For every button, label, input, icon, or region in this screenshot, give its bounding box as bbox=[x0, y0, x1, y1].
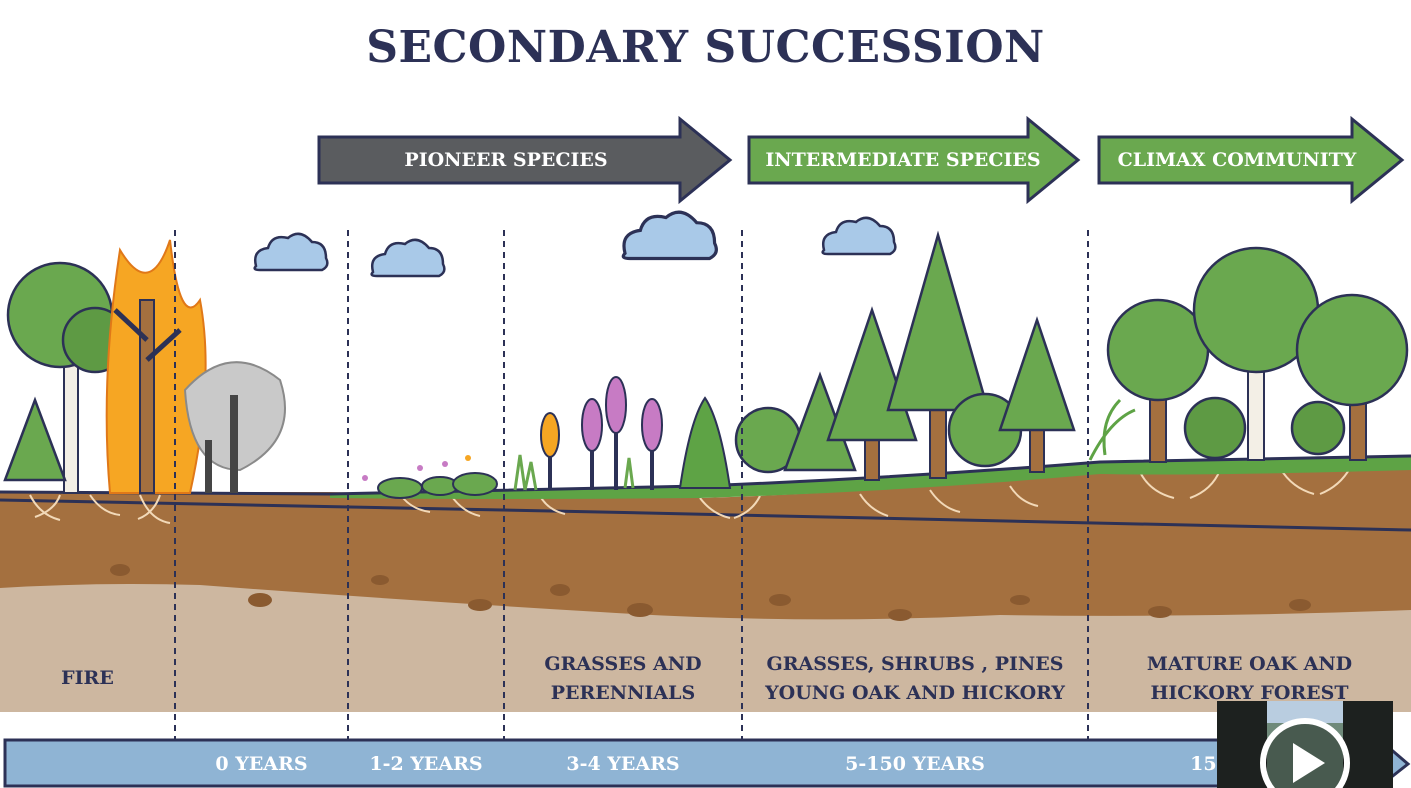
timeline-bar bbox=[3, 738, 1411, 788]
stage-dividers bbox=[174, 230, 1089, 788]
climax-community-label: CLIMAX COMMUNITY bbox=[1117, 149, 1357, 171]
video-thumbnail[interactable] bbox=[1217, 701, 1393, 788]
timeline-label-1-2-years: 1-2 YEARS bbox=[369, 753, 483, 775]
page-title: SECONDARY SUCCESSION bbox=[366, 22, 1045, 73]
intermediate-species-label: INTERMEDIATE SPECIES bbox=[765, 149, 1041, 171]
stage-label-fire: FIRE bbox=[0, 664, 175, 693]
cloud bbox=[621, 210, 718, 261]
intermediate-vegetation bbox=[734, 230, 1076, 481]
stage-label-line: HICKORY FOREST bbox=[1150, 682, 1349, 704]
stage-label-climax: MATURE OAK AND HICKORY FOREST bbox=[1088, 650, 1411, 708]
pioneer-species-arrow bbox=[317, 115, 733, 205]
climax-community-arrow bbox=[1097, 115, 1405, 205]
pioneer-plants bbox=[362, 455, 498, 499]
soil-pebbles bbox=[110, 564, 1311, 621]
topsoil-layer bbox=[0, 464, 1411, 620]
stage-label-grasses: GRASSES AND PERENNIALS bbox=[504, 650, 742, 708]
stage-label-line: MATURE OAK AND bbox=[1146, 653, 1353, 675]
cloud bbox=[821, 216, 897, 256]
pioneer-species-label: PIONEER SPECIES bbox=[404, 149, 608, 171]
stage-label-line: GRASSES AND bbox=[544, 653, 702, 675]
timeline-label-3-4-years: 3-4 YEARS bbox=[566, 753, 680, 775]
stage-label-line: PERENNIALS bbox=[550, 682, 696, 704]
soil-horizon-line bbox=[0, 498, 1411, 532]
cloud bbox=[370, 238, 446, 278]
play-icon[interactable] bbox=[1217, 701, 1393, 788]
burning-trees bbox=[3, 239, 286, 494]
timeline-label-5-150-years: 5-150 YEARS bbox=[845, 753, 985, 775]
climax-forest bbox=[1088, 246, 1409, 463]
stage-label-line: FIRE bbox=[61, 667, 114, 689]
stage-label-line: YOUNG OAK AND HICKORY bbox=[765, 682, 1065, 704]
intermediate-species-arrow bbox=[747, 115, 1081, 205]
stage-label-line: GRASSES, SHRUBS , PINES bbox=[766, 653, 1064, 675]
perennials bbox=[513, 376, 732, 491]
stage-label-intermediate: GRASSES, SHRUBS , PINES YOUNG OAK AND HI… bbox=[742, 650, 1088, 708]
cloud bbox=[253, 232, 329, 272]
timeline-label-0-years: 0 YEARS bbox=[215, 753, 308, 775]
